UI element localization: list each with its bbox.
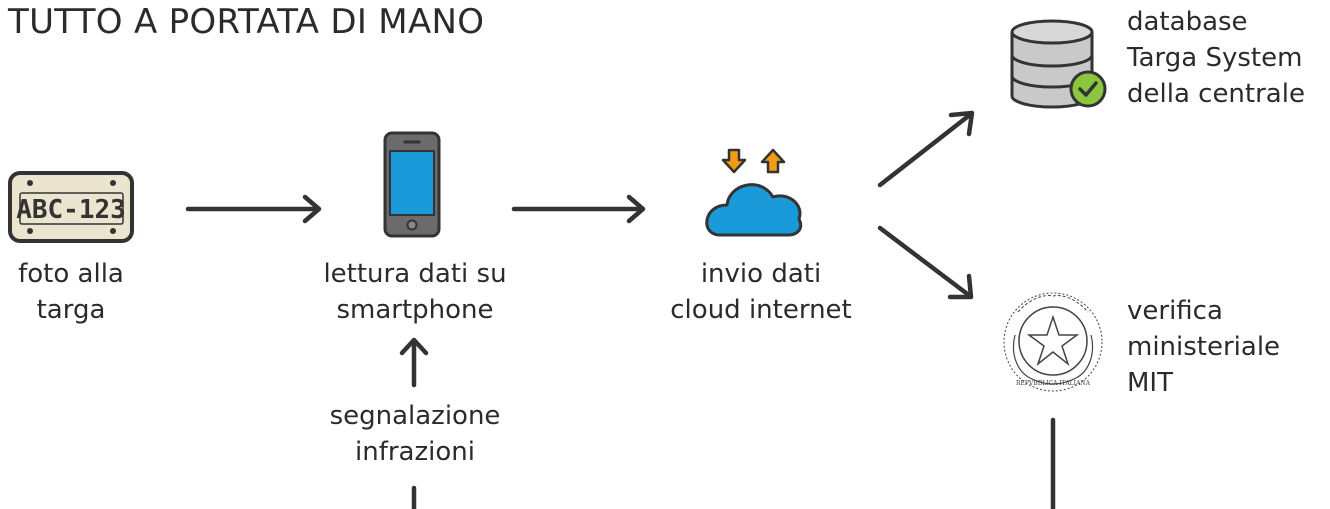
arrow-invio-to-verifica (877, 225, 974, 300)
italian-republic-emblem-icon: REPVBBLICA ITALIANA (1003, 292, 1103, 392)
license-plate-icon: ABC-123 (8, 171, 134, 243)
label-lettura-smartphone: lettura dati su smartphone (323, 259, 507, 325)
emblem-ring-text: REPVBBLICA ITALIANA (1016, 380, 1091, 387)
cloud-sync-icon (705, 148, 803, 237)
label-segnalazione-infrazioni: segnalazione infrazioni (329, 401, 501, 467)
label-database: database Targa System della centrale (1127, 7, 1305, 109)
arrow-foto-to-lettura (185, 194, 322, 224)
label-verifica-mit: verifica ministeriale MIT (1127, 296, 1281, 398)
plate-text: ABC-123 (16, 195, 126, 225)
smartphone-icon (383, 131, 441, 238)
label-foto-targa: foto alla targa (18, 259, 124, 325)
arrow-invio-to-database (877, 110, 975, 188)
database-check-icon (1010, 19, 1107, 109)
arrow-lettura-to-invio (511, 194, 646, 224)
arrow-segnalazione-to-lettura (399, 337, 429, 388)
label-invio-cloud: invio dati cloud internet (670, 259, 852, 325)
page-title: TUTTO A PORTATA DI MANO (8, 2, 485, 42)
